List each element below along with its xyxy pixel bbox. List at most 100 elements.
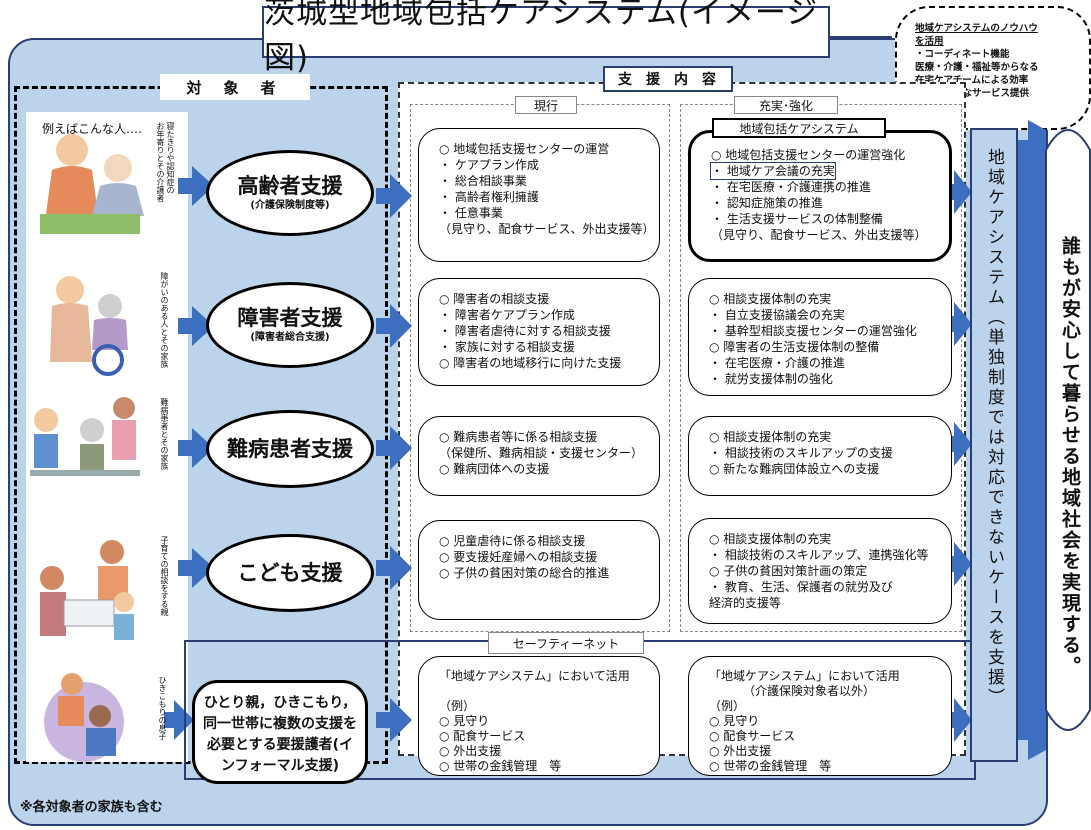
enhance-line: ○ 地域包括支援センターの運営強化 bbox=[711, 148, 906, 162]
current-line: ・ 家族に対する相談支援 bbox=[439, 340, 575, 354]
cloud-line-2: を活用 bbox=[915, 36, 944, 47]
example-intro: 例えばこんな人‥‥ bbox=[42, 122, 143, 136]
category-title: 高齢者支援 bbox=[237, 174, 343, 198]
arrow-group-left bbox=[164, 166, 214, 740]
safety-line: ○ 見守り bbox=[439, 714, 490, 728]
chiiki-care-system-text: 地域ケアシステム（単独制度では対応できないケースを支援） bbox=[984, 148, 1004, 708]
current-line: ・ 障害者虐待に対する相談支援 bbox=[439, 324, 611, 338]
enhance-line: ・ 相談技術のスキルアップ、連携強化等 bbox=[709, 548, 929, 562]
current-line: ○ 障害者の相談支援 bbox=[439, 292, 550, 306]
chiiki-care-system-box: 地域ケアシステム（単独制度では対応できないケースを支援） bbox=[970, 128, 1018, 762]
enhance-line-highlight: ・ 地域ケア会議の充実 bbox=[710, 162, 836, 180]
footnote: ※各対象者の家族も含む bbox=[20, 800, 163, 815]
arrow-mid-1 bbox=[376, 174, 412, 218]
current-line: ○ 難病患者等に係る相談支援 bbox=[439, 430, 598, 444]
arrow-group-right bbox=[944, 170, 972, 742]
caption-parent: 子育ての相談をする親 bbox=[160, 536, 169, 616]
disabled-illustration bbox=[50, 276, 128, 376]
target-header: 対象者 bbox=[160, 74, 310, 100]
hikikomori-illustration bbox=[44, 673, 124, 762]
current-line: ○ 児童虐待に係る相談支援 bbox=[439, 534, 586, 548]
enhance-box-elderly: ○ 地域包括支援センターの運営強化 ・ 地域ケア会議の充実 ・ 在宅医療・介護連… bbox=[688, 130, 952, 262]
safety-line: （介護保険対象者以外） bbox=[743, 684, 876, 698]
enhance-box-child: ○ 相談支援体制の充実 ・ 相談技術のスキルアップ、連携強化等 ○ 子供の貧困対… bbox=[688, 518, 952, 624]
caption-elderly-a: 寝たきりや認知症の bbox=[166, 122, 175, 194]
enhance-line: ・ 基幹型相談支援センターの運営強化 bbox=[709, 324, 917, 338]
support-header: 支援内容 bbox=[603, 66, 733, 92]
cloud-line-6: 的・効果的なサービス提供 bbox=[915, 88, 1030, 99]
elderly-illustration bbox=[40, 134, 144, 234]
enhance-line: ・ 自立支援協議会の充実 bbox=[709, 308, 845, 322]
safety-line: （例） bbox=[439, 699, 476, 713]
patient-illustration bbox=[30, 397, 140, 476]
current-line: ・ ケアプラン作成 bbox=[439, 158, 539, 172]
know-how-cloud: 地域ケアシステムのノウハウ を活用 ・コーディネート機能 医療・介護・福祉等から… bbox=[895, 6, 1091, 130]
caption-hikikomori: ひきこもりの息子 bbox=[158, 676, 167, 740]
safety-left-box: 「地域ケアシステム」において活用 （例） ○ 見守り ○ 配食サービス ○ 外出… bbox=[418, 656, 660, 776]
safety-line: 「地域ケアシステム」において活用 bbox=[439, 669, 630, 683]
safety-line: ○ 外出支援 bbox=[709, 744, 772, 758]
current-line: （保健所、難病相談・支援センター） bbox=[439, 446, 644, 460]
safety-line: ○ 配食サービス bbox=[439, 729, 526, 743]
safety-line: ○ 世帯の金銭管理 等 bbox=[439, 759, 562, 773]
enhance-line: ・ 在宅医療・介護の推進 bbox=[709, 356, 845, 370]
enhance-header: 充実･強化 bbox=[734, 96, 838, 114]
arrow-disabled bbox=[178, 306, 214, 346]
safety-net-header: セーフティーネット bbox=[488, 632, 644, 654]
current-line: （見守り、配食サービス、外出支援等） bbox=[439, 222, 655, 236]
current-box-child: ○ 児童虐待に係る相談支援 ○ 要支援妊産婦への相談支援 ○ 子供の貧困対策の総… bbox=[418, 520, 660, 620]
category-sub: (介護保険制度等) bbox=[250, 200, 330, 211]
arrow-child bbox=[178, 548, 214, 588]
enhance-line: ○ 新たな難病団体設立への支援 bbox=[709, 462, 880, 476]
final-goal-scroll bbox=[1045, 129, 1091, 731]
arrow-right-2 bbox=[944, 302, 972, 346]
enhance-line: 経済的支援等 bbox=[709, 596, 782, 610]
enhance-line: ・ 相談技術のスキルアップの支援 bbox=[709, 446, 893, 460]
chiiki-houkatsu-label: 地域包括ケアシステム bbox=[712, 118, 886, 138]
safety-line: ○ 外出支援 bbox=[439, 744, 502, 758]
caption-patient: 難病患者とその家族 bbox=[160, 398, 169, 470]
title-connector bbox=[822, 36, 892, 38]
enhance-line: ・ 教育、生活、保護者の就労及び bbox=[709, 580, 893, 594]
category-elderly: 高齢者支援 (介護保険制度等) bbox=[206, 150, 374, 236]
final-goal: 誰もが安心して暮らせる地域社会を実現する。 bbox=[1052, 236, 1088, 736]
current-line: ○ 難病団体への支援 bbox=[439, 462, 550, 476]
enhance-line: ○ 相談支援体制の充実 bbox=[709, 532, 832, 546]
arrow-right-1 bbox=[944, 170, 972, 214]
enhance-line: ・ 就労支援体制の強化 bbox=[709, 372, 833, 386]
arrow-right-5 bbox=[944, 698, 972, 742]
arrow-patient bbox=[178, 428, 214, 468]
category-child: こども支援 bbox=[206, 534, 374, 612]
arrow-to-goal bbox=[1018, 120, 1046, 760]
arrow-mid-5 bbox=[376, 698, 412, 742]
safety-right-box: 「地域ケアシステム」において活用 （介護保険対象者以外） （例） ○ 見守り ○… bbox=[688, 656, 952, 776]
current-box-patient: ○ 難病患者等に係る相談支援 （保健所、難病相談・支援センター） ○ 難病団体へ… bbox=[418, 416, 660, 496]
arrow-right-3 bbox=[944, 422, 972, 466]
safety-line: ○ 世帯の金銭管理 等 bbox=[709, 759, 832, 773]
category-sub: (障害者総合支援) bbox=[250, 332, 330, 343]
current-line: ○ 子供の貧困対策の総合的推進 bbox=[439, 566, 610, 580]
arrow-hikikomori bbox=[164, 700, 194, 740]
current-line: ・ 障害者ケアプラン作成 bbox=[439, 308, 575, 322]
enhance-line: ・ 生活支援サービスの体制整備 bbox=[711, 212, 883, 226]
safety-line: ○ 配食サービス bbox=[709, 729, 796, 743]
current-line: ・ 総合相談事業 bbox=[439, 174, 527, 188]
safety-line: （例） bbox=[709, 699, 746, 713]
current-box-disabled: ○ 障害者の相談支援 ・ 障害者ケアプラン作成 ・ 障害者虐待に対する相談支援 … bbox=[418, 278, 660, 386]
category-disabled: 障害者支援 (障害者総合支援) bbox=[206, 282, 374, 368]
current-box-elderly: ○ 地域包括支援センターの運営 ・ ケアプラン作成 ・ 総合相談事業 ・ 高齢者… bbox=[418, 128, 660, 262]
safety-line bbox=[439, 684, 649, 699]
arrow-right-4 bbox=[944, 542, 972, 586]
arrow-mid-4 bbox=[376, 546, 412, 590]
safety-line: ○ 見守り bbox=[709, 714, 760, 728]
enhance-line: （見守り、配食サービス、外出支援等） bbox=[711, 228, 927, 242]
category-title: 障害者支援 bbox=[237, 306, 343, 330]
parent-child-illustration bbox=[40, 540, 134, 640]
cloud-line-1: 地域ケアシステムのノウハウ bbox=[915, 23, 1038, 34]
category-patient: 難病患者支援 bbox=[206, 410, 374, 488]
category-title: こども支援 bbox=[237, 561, 343, 585]
final-goal-text: 誰もが安心して暮らせる地域社会を実現する。 bbox=[1059, 236, 1081, 677]
cloud-line-3: ・コーディネート機能 bbox=[915, 49, 1010, 60]
enhance-line: ○ 相談支援体制の充実 bbox=[709, 292, 832, 306]
